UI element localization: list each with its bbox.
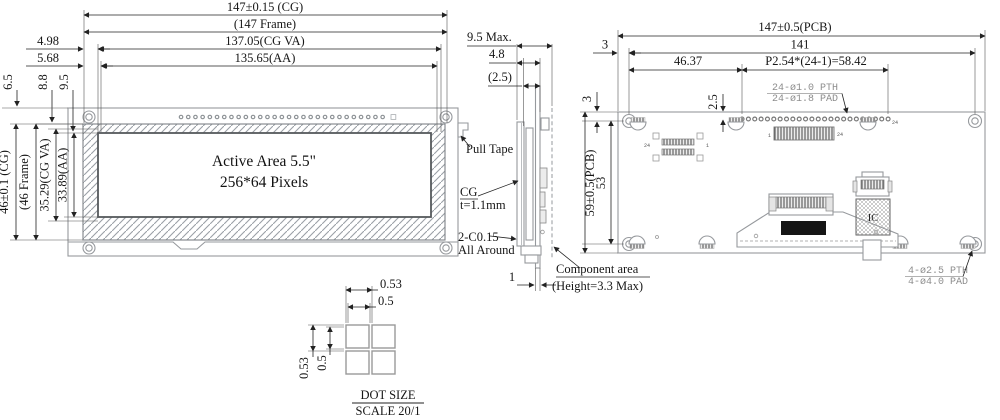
dim-offset-cgva: 4.98 [37, 34, 59, 48]
side-view [516, 85, 553, 269]
side-bottom-connector [520, 245, 542, 256]
pcb-view: 24 1 24 [617, 83, 986, 288]
pin-pads-label: 24-ø1.8 PAD [772, 94, 838, 105]
side-pcb [534, 85, 541, 269]
pin-holes-label: 24-ø1.0 PTH [772, 83, 838, 94]
ic-body [855, 198, 891, 236]
front-mounting-holes [82, 110, 453, 255]
pcb-dimensions: 147±0.5(PCB) 141 46.37 P2.54*(24-1)=58.4… [580, 20, 986, 254]
cg-thickness-label: t=1.1mm [460, 198, 506, 212]
fp-pin24-number: 24 [644, 143, 650, 149]
cg-label: CG [460, 185, 477, 199]
dim-height-frame: (46 Frame) [17, 154, 31, 210]
pull-tape-label: Pull Tape [466, 142, 514, 156]
dim-thickness-module: 4.8 [489, 47, 505, 61]
active-area-line1: Active Area 5.5" [212, 153, 316, 170]
ic-assembly: IC [852, 171, 893, 261]
dot-size-scale: SCALE 20/1 [356, 404, 421, 418]
front-frame-bottom-notch [68, 241, 458, 250]
conn-pin1-number: 1 [768, 133, 771, 139]
dim-pin-pitch: P2.54*(24-1)=58.42 [765, 54, 867, 68]
dim-width-frame: (147 Frame) [234, 17, 296, 31]
pcb-left-footprint: 24 1 [644, 132, 709, 162]
mount-holes-label: 4-ø2.5 PTH [908, 266, 968, 277]
dim-dot-size-h: 0.5 [378, 294, 394, 308]
dim-height-cgva: 35.29(CG VA) [38, 138, 52, 211]
dim-width-cg: 147±0.15 (CG) [227, 0, 303, 14]
chamfer-label2: All Around [458, 243, 515, 257]
dim-width-cgva: 137.05(CG VA) [225, 34, 304, 48]
dim-pin1-offset: 46.37 [674, 54, 702, 68]
dim-thickness-cell: (2.5) [488, 70, 512, 84]
flex-black-pad [781, 221, 826, 235]
dim-thickness-max: 9.5 Max. [467, 30, 512, 44]
dim-bottom-gap: 1 [509, 270, 515, 284]
fp-pin1-number: 1 [706, 143, 709, 149]
side-cover-glass [516, 121, 525, 247]
pcb-top-connector-footprint [773, 126, 835, 141]
dim-hole-span-h: 141 [791, 38, 810, 52]
dim-height-cg: 46±0.1 (CG) [0, 150, 11, 214]
front-pin-end-square [390, 114, 397, 120]
dim-top-offset-aa: 9.5 [57, 74, 71, 90]
dim-hole-edge-v: 3 [580, 96, 594, 102]
pin24-number: 24 [892, 120, 898, 126]
front-view: Active Area 5.5" 256*64 Pixels [67, 107, 469, 257]
dim-dot-pitch-h: 0.53 [380, 277, 402, 291]
dim-pcb-width: 147±0.5(PCB) [758, 20, 831, 34]
dot-grid [345, 324, 396, 375]
active-area [97, 132, 432, 218]
side-dimensions: 9.5 Max. 4.8 (2.5) 1 Pull Tape CG t=1.1m… [458, 30, 650, 293]
side-components [539, 167, 548, 235]
pull-tape-tab [457, 122, 469, 138]
dim-top-offset-cgva: 8.8 [36, 74, 50, 90]
conn-pin24-number: 24 [837, 132, 843, 138]
pcb-fiducial-dot [655, 235, 659, 239]
dim-hole-edge-h: 3 [602, 38, 608, 52]
dot-size-title: DOT SIZE [361, 388, 416, 402]
dim-height-aa: 33.89(AA) [56, 148, 70, 203]
chamfer-label: 2-C0.15 [458, 230, 499, 244]
side-cell [525, 127, 534, 241]
side-top-component [540, 117, 550, 131]
ic-tab [862, 239, 882, 261]
dim-top-offset-frame: 6.5 [1, 74, 15, 90]
active-area-line2: 256*64 Pixels [220, 174, 308, 191]
dim-hole-span-v: 53 [594, 177, 608, 190]
component-area-label2: (Height=3.3 Max) [552, 279, 643, 293]
pcb-top-notches [629, 117, 877, 131]
component-area-label: Component area [556, 262, 639, 276]
ic-label: IC [868, 213, 879, 224]
front-dimensions: 147±0.15 (CG) (147 Frame) 137.05(CG VA) … [0, 0, 448, 241]
dim-offset-aa: 5.68 [37, 51, 59, 65]
dot-size-detail: 0.53 0.5 0.53 0.5 DOT SIZE SCALE 20/1 [297, 277, 424, 418]
dim-dot-size-v: 0.5 [315, 355, 329, 371]
dim-pin-row-offset: 2.5 [706, 94, 720, 110]
dim-width-aa: 135.65(AA) [235, 51, 296, 65]
dim-pcb-height: 59±0.5(PCB) [583, 150, 597, 217]
dim-dot-pitch-v: 0.53 [297, 357, 311, 379]
mount-pads-label: 4-ø4.0 PAD [908, 277, 968, 288]
